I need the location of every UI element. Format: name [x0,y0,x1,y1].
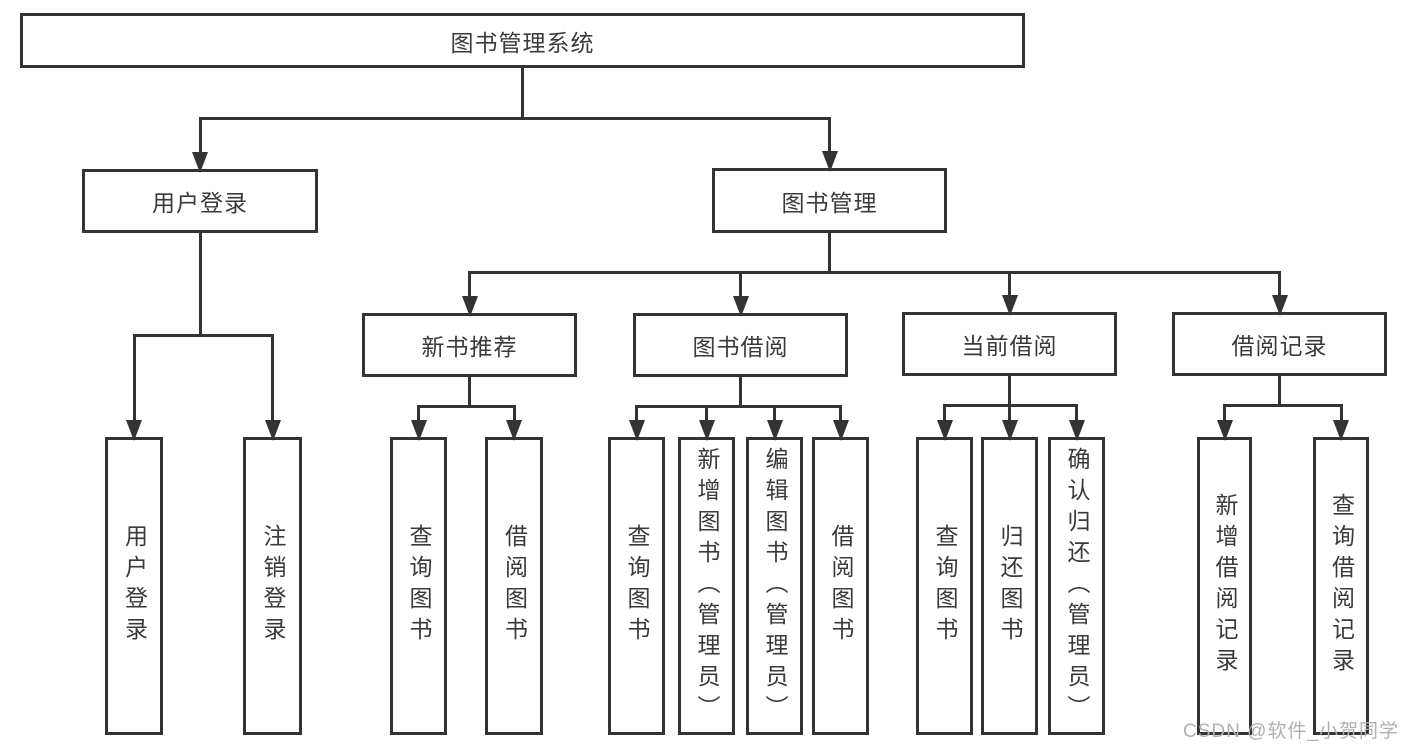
node-query-borrow-record: 查询借阅记录 [1313,437,1369,735]
node-return-books: 归还图书 [981,437,1038,735]
connector-line-v [271,335,274,436]
connector-line-v [468,272,471,312]
arrow-down-icon [1333,420,1349,441]
node-label: 查询图书 [624,524,650,648]
node-query-books-borrowing: 查询图书 [608,437,665,735]
node-user-login: 用户登录 [82,169,318,233]
watermark: CSDN @软件_小贺同学 [1183,721,1399,742]
node-confirm-return-admin: 确认归还（管理员） [1048,437,1105,735]
arrow-down-icon [628,420,645,441]
arrow-down-icon [821,151,838,172]
connector-line-v [1008,272,1011,311]
arrow-down-icon [264,420,281,441]
connector-line-h [417,404,516,408]
connector-line-h [132,333,274,337]
arrow-down-icon [732,296,749,317]
arrow-down-icon [936,420,953,441]
arrow-down-icon [461,296,478,317]
node-query-books-current: 查询图书 [916,437,973,735]
node-current-borrowing: 当前借阅 [902,312,1117,376]
node-root: 图书管理系统 [20,13,1025,68]
arrow-down-icon [1001,420,1018,441]
node-label: 确认归还（管理员） [1064,446,1090,726]
node-label: 图书管理系统 [450,29,595,56]
arrow-down-icon [1216,420,1233,441]
node-edit-books-admin: 编辑图书（管理员） [746,437,803,735]
arrow-down-icon [1001,295,1018,316]
arrow-down-icon [1068,420,1085,441]
node-label: 查询图书 [932,524,958,648]
node-label: 图书管理 [781,189,878,216]
node-add-books-admin: 新增图书（管理员） [678,437,735,735]
connector-line-v [521,68,524,118]
node-label: 新增借阅记录 [1212,493,1238,679]
node-label: 图书借阅 [692,334,789,360]
connector-line-v [739,377,742,406]
connector-line-v [1278,272,1281,311]
connector-line-h [198,116,831,120]
node-label: 借阅记录 [1231,333,1328,359]
node-borrowing-records: 借阅记录 [1172,312,1387,376]
arrow-down-icon [410,420,427,441]
connector-line-h [635,404,842,408]
node-label: 归还图书 [997,524,1023,648]
arrow-down-icon [506,420,522,441]
node-label: 当前借阅 [961,333,1058,359]
node-new-book-recommend: 新书推荐 [362,313,577,377]
node-add-borrow-record: 新增借阅记录 [1197,437,1252,735]
arrow-down-icon [766,420,783,441]
connector-line-v [828,118,831,167]
arrow-down-icon [126,420,142,441]
node-label: 注销登录 [260,524,286,648]
arrow-down-icon [832,420,849,441]
connector-line-v [198,118,202,168]
node-label: 查询借阅记录 [1328,493,1355,679]
node-logout-leaf: 注销登录 [243,437,302,735]
connector-line-v [739,272,742,312]
connector-line-v [1008,376,1011,405]
node-label: 借阅图书 [501,524,528,648]
connector-line-h [468,270,1281,274]
arrow-down-icon [1271,295,1288,316]
node-label: 用户登录 [152,190,248,216]
node-borrow-books-leaf: 借阅图书 [812,437,869,735]
node-label: 新书推荐 [421,334,518,360]
node-label: 查询图书 [406,524,432,648]
connector-line-v [828,233,831,272]
node-label: 借阅图书 [828,524,854,648]
connector-line-h [1223,403,1343,407]
connector-line-v [132,335,136,436]
connector-line-v [198,233,202,335]
node-book-borrowing: 图书借阅 [633,313,848,377]
node-label: 新增图书（管理员） [694,446,720,726]
connector-line-v [468,377,471,406]
node-user-login-leaf: 用户登录 [105,437,163,735]
node-book-management: 图书管理 [712,168,947,233]
node-label: 用户登录 [121,524,148,648]
connector-line-v [1278,376,1281,405]
node-label: 编辑图书（管理员） [762,446,788,726]
arrow-down-icon [698,420,715,441]
arrow-down-icon [192,152,208,173]
node-query-books-recommend: 查询图书 [390,437,447,735]
node-borrow-books-recommend: 借阅图书 [485,437,543,735]
